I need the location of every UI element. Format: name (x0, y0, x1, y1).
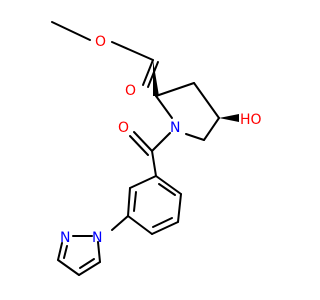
bond-benz-3 (151, 221, 179, 235)
bond-ca-cb (155, 82, 195, 97)
bond-benz-6 (129, 175, 157, 189)
atom-hydroxyl: HO (240, 112, 262, 128)
bond-amide-c-o-2 (129, 135, 149, 156)
stereo-wedge-hydroxyl (219, 114, 239, 122)
bond-pz-c3-n2 (57, 242, 63, 261)
bond-benz-2 (177, 193, 182, 223)
bond-cb-cg (193, 82, 220, 119)
bond-amide-c-ring (151, 150, 157, 177)
bond-ester-c-o-double-1 (142, 59, 154, 86)
atom-n-pyrazole-1: N (92, 230, 102, 246)
bond-n-ca (155, 95, 173, 119)
bond-pz-inner-1 (79, 258, 95, 269)
atom-n-pyrrolidine: N (170, 120, 180, 136)
stereo-wedge-ester (153, 60, 159, 96)
bond-pz-c5-c4 (78, 261, 101, 276)
bond-benz-inner-2 (152, 217, 173, 228)
atom-o-methyl: O (95, 34, 106, 50)
bond-o-carbonyl-c (111, 41, 154, 61)
bond-benz-inner-3 (133, 191, 137, 212)
bond-cg-cd (203, 117, 220, 141)
bond-benz-4 (127, 215, 153, 235)
bond-benz-5 (127, 187, 131, 217)
molecule-canvas: O O HO N O N N (51, 21, 262, 276)
bond-methyl-o (51, 21, 91, 41)
atom-o-amide: O (118, 120, 129, 136)
bond-cd-n (185, 133, 205, 141)
bond-pz-inner-2 (63, 245, 68, 259)
bond-benz-inner-1 (158, 183, 176, 196)
atom-n-pyrazole-2: N (60, 230, 70, 246)
atom-o-ester-carbonyl: O (125, 83, 136, 99)
molecule-structure: O O HO N O N N (51, 21, 262, 276)
bond-benz-pyrazole (111, 215, 129, 231)
bond-benz-1 (155, 175, 182, 195)
bond-amide-c-o-1 (133, 131, 153, 152)
bond-pz-n1-c5 (97, 241, 101, 263)
bond-pz-c4-c3 (57, 259, 80, 276)
bond-n-amide-c (151, 132, 171, 152)
